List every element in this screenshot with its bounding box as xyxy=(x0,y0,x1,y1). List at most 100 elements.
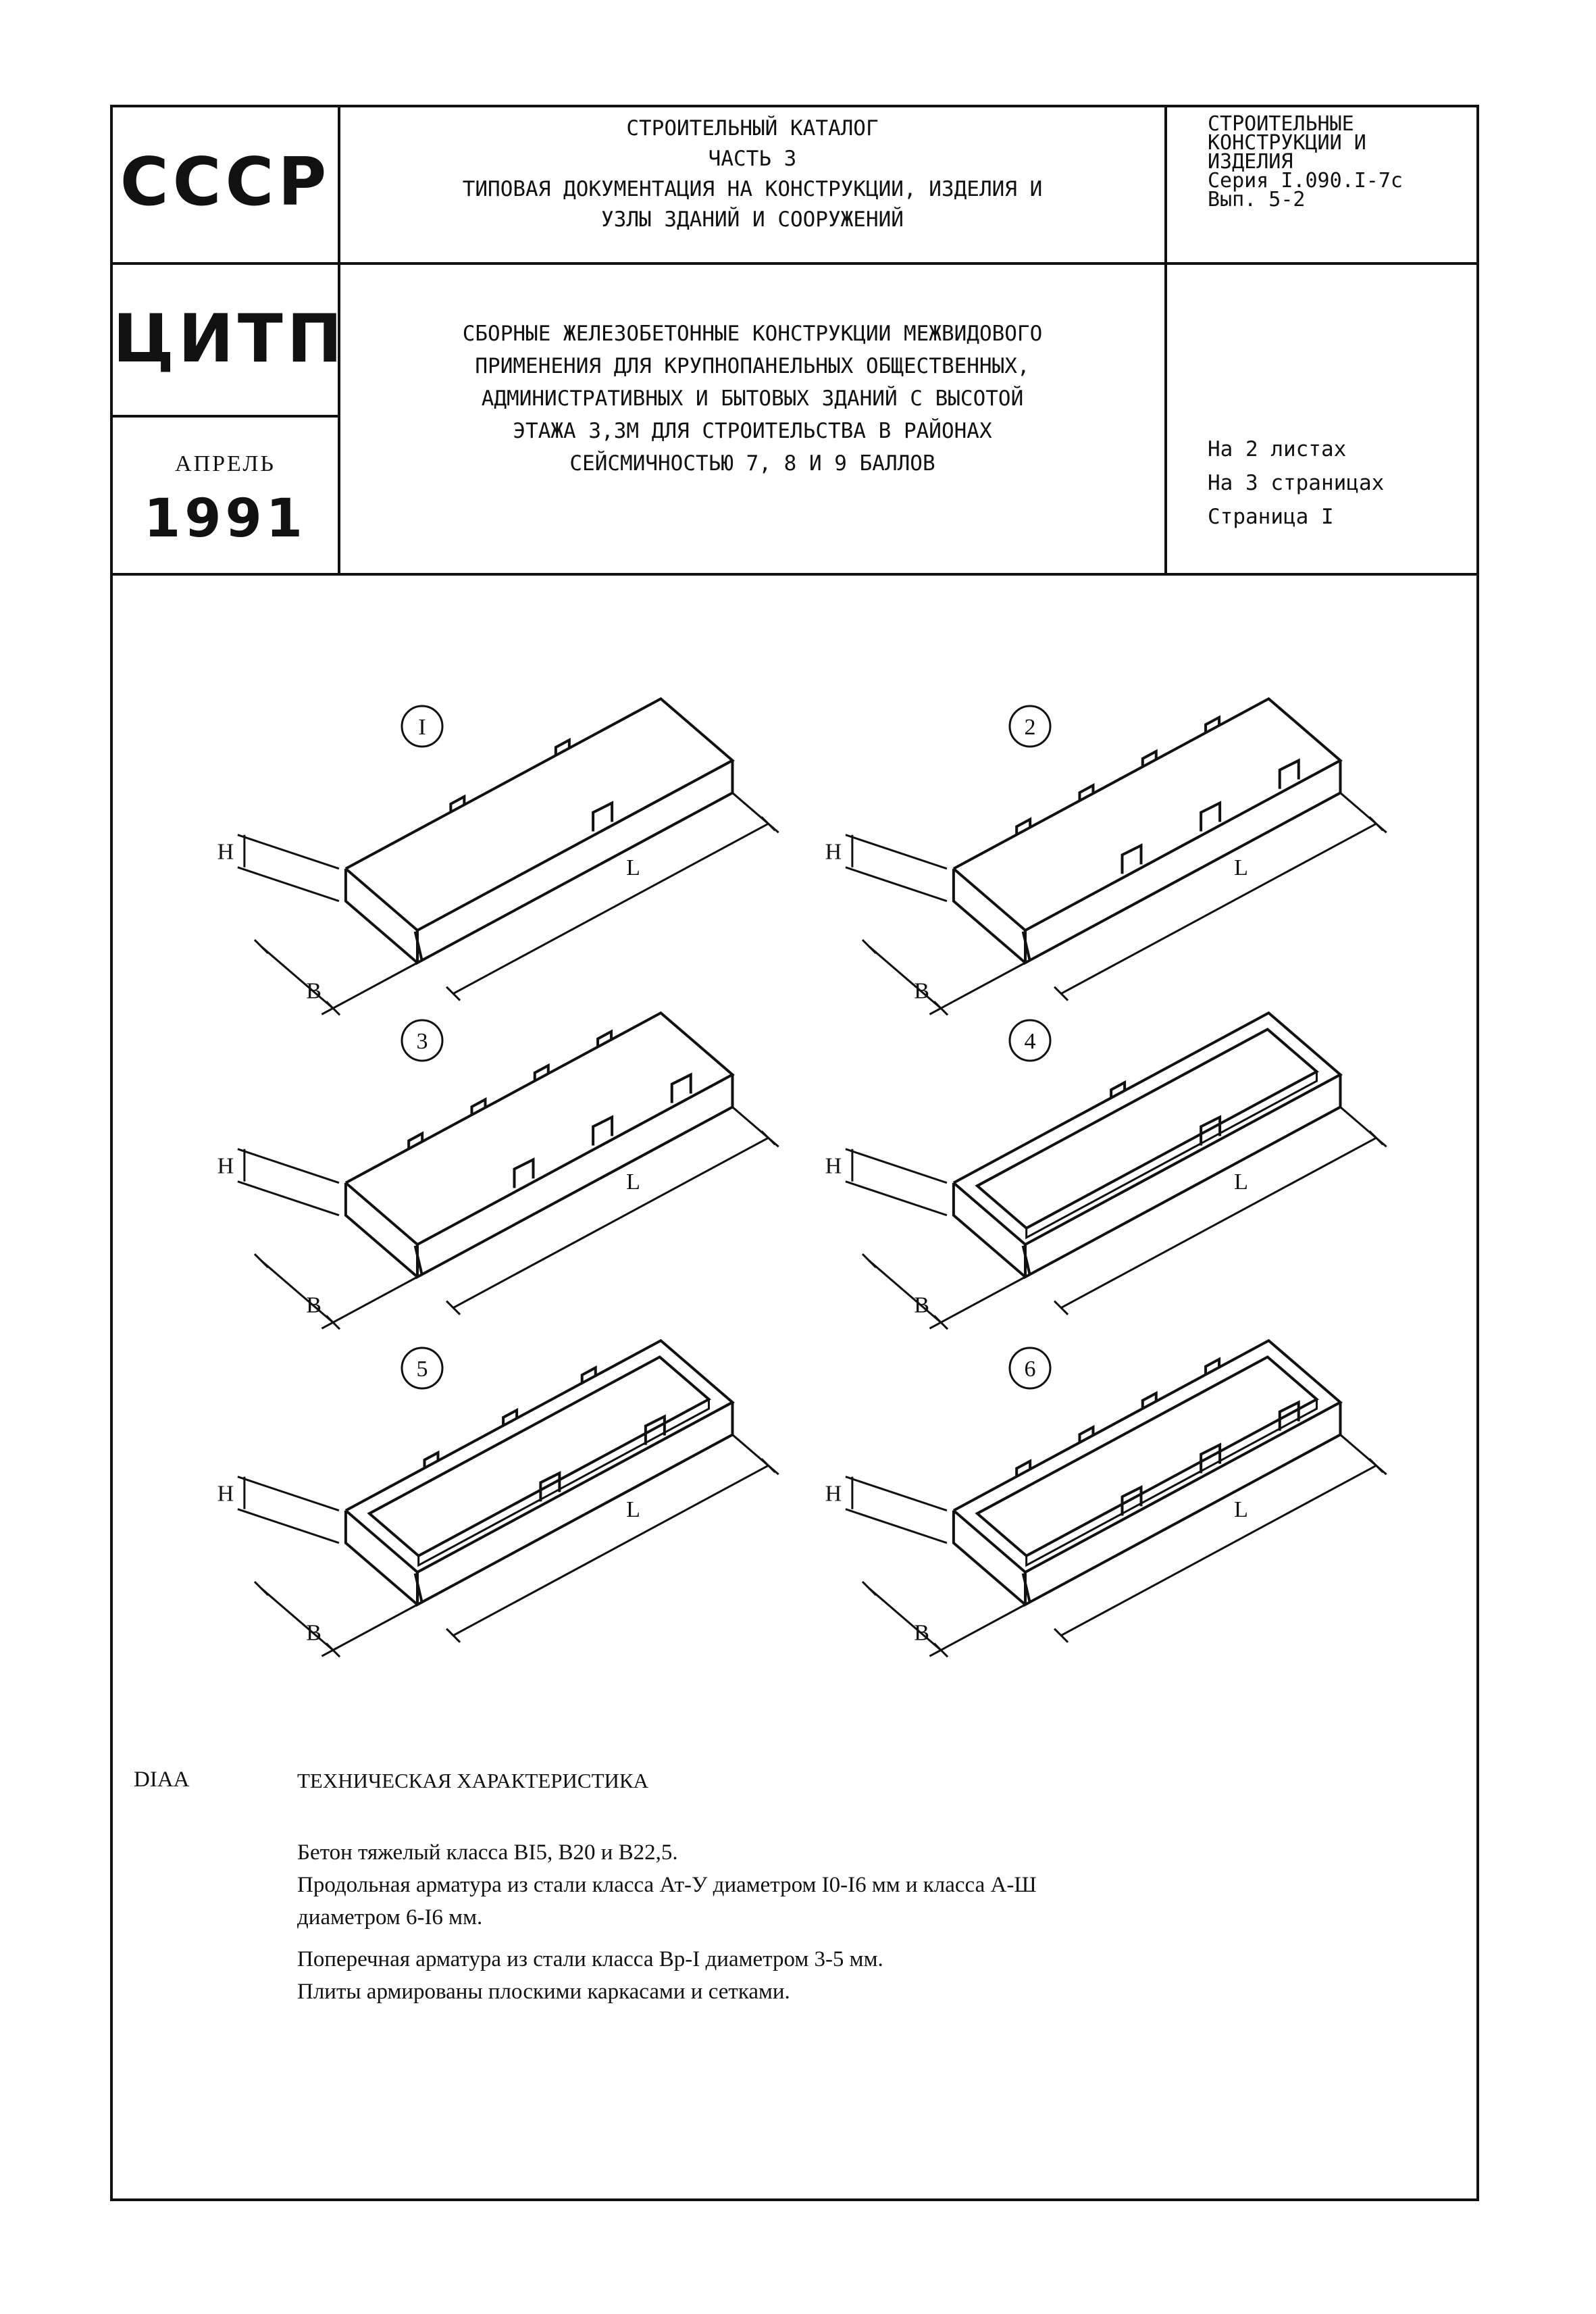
dim-ext xyxy=(845,834,948,870)
dim-label-h: H xyxy=(217,840,234,865)
edge-notch xyxy=(1141,749,1158,767)
title-line: СБОРНЫЕ ЖЕЛЕЗОБЕТОННЫЕ КОНСТРУКЦИИ МЕЖВИ… xyxy=(462,322,1043,346)
org-code: СССР xyxy=(120,144,331,221)
panel-rib-inner xyxy=(417,1399,710,1567)
lifting-lug xyxy=(1200,1442,1222,1474)
dim-label-b: B xyxy=(306,979,321,1004)
dim-tick xyxy=(445,1300,461,1315)
dim-ext xyxy=(321,1603,418,1657)
panel-front xyxy=(1024,760,1342,965)
edge-notch xyxy=(1015,1459,1032,1477)
lifting-lug xyxy=(1121,1485,1143,1516)
edge-notch xyxy=(554,737,571,756)
dim-tick xyxy=(761,1458,776,1474)
header-divider-right xyxy=(1164,105,1167,576)
dim-ext xyxy=(237,834,340,870)
edge-notch xyxy=(1204,1357,1221,1375)
dim-label-h: H xyxy=(825,1154,842,1179)
header-row-divider xyxy=(110,262,1479,265)
dim-tick xyxy=(253,939,269,955)
dim-label-h: H xyxy=(825,1482,842,1507)
dim-tick xyxy=(253,1581,269,1596)
release-month: АПРЕЛЬ xyxy=(175,451,276,476)
dim-tick xyxy=(933,1642,949,1658)
dim-label-l: L xyxy=(626,1497,640,1522)
spec-line: диаметром 6-I6 мм. xyxy=(297,1905,483,1930)
dim-ext xyxy=(845,1508,948,1544)
dim-tick xyxy=(761,816,776,832)
panel-front xyxy=(416,1074,734,1280)
edge-notch xyxy=(1204,715,1221,733)
figure-number-circle xyxy=(1008,705,1052,748)
edge-notch xyxy=(1015,817,1032,835)
dim-ext xyxy=(845,1148,948,1184)
dim-label-b: B xyxy=(306,1293,321,1318)
panel-rib-frame xyxy=(975,1028,1319,1230)
title-line: АДМИНИСТРАТИВНЫХ И БЫТОВЫХ ЗДАНИЙ С ВЫСО… xyxy=(481,386,1024,411)
spec-heading: ТЕХНИЧЕСКАЯ ХАРАКТЕРИСТИКА xyxy=(297,1769,648,1792)
dim-label-h: H xyxy=(217,1154,234,1179)
corner-chamfer xyxy=(413,1245,423,1275)
edge-notch xyxy=(470,1097,487,1115)
spec-code: DIAA xyxy=(134,1767,190,1792)
panel-rib-inner xyxy=(1025,1399,1318,1567)
catalog-line: ТИПОВАЯ ДОКУМЕНТАЦИЯ НА КОНСТРУКЦИИ, ИЗД… xyxy=(462,177,1043,201)
dim-ext xyxy=(321,961,418,1015)
dim-line-l xyxy=(453,822,769,995)
corner-chamfer xyxy=(413,1573,423,1603)
catalog-line: СТРОИТЕЛЬНЫЙ КАТАЛОГ xyxy=(626,116,879,141)
panel-end xyxy=(344,868,419,964)
lifting-lug xyxy=(513,1157,535,1188)
dim-line-l xyxy=(1060,1464,1377,1636)
dim-tick xyxy=(1368,1458,1384,1474)
lifting-lug xyxy=(1200,1115,1222,1146)
spec-line: Продольная арматура из стали класса Ат-У… xyxy=(297,1873,1037,1897)
dim-label-h: H xyxy=(217,1482,234,1507)
edge-notch xyxy=(449,794,466,812)
lifting-lug xyxy=(644,1414,666,1445)
dim-tick xyxy=(325,1001,341,1016)
panel-front xyxy=(1024,1402,1342,1607)
title-line: СЕЙСМИЧНОСТЬЮ 7, 8 И 9 БАЛЛОВ xyxy=(569,451,935,476)
dim-line-b xyxy=(260,1259,334,1324)
dim-label-l: L xyxy=(1234,1169,1248,1194)
dim-ext xyxy=(845,1476,948,1512)
figure-number-circle xyxy=(401,1019,444,1062)
corner-chamfer xyxy=(1021,931,1031,961)
figure-number: 4 xyxy=(1025,1029,1036,1054)
dim-ext xyxy=(845,1180,948,1217)
edge-notch xyxy=(580,1365,597,1384)
dim-line-b xyxy=(260,1587,334,1651)
lifting-lug xyxy=(592,801,614,832)
figure-number-circle xyxy=(401,1347,444,1390)
dim-tick xyxy=(933,1315,949,1330)
dim-tick xyxy=(325,1642,341,1658)
panel-rib-inner xyxy=(1025,1072,1318,1240)
dim-label-b: B xyxy=(306,1621,321,1646)
figure-number: 6 xyxy=(1025,1357,1036,1382)
institute-code: ЦИТП xyxy=(113,301,346,378)
page-number: Страница I xyxy=(1208,505,1334,529)
dim-tick xyxy=(933,1001,949,1016)
dim-tick xyxy=(253,1253,269,1269)
dim-tick xyxy=(445,986,461,1001)
dim-line-l xyxy=(1060,1136,1377,1309)
panel-rib-frame xyxy=(975,1355,1319,1557)
dim-label-l: L xyxy=(626,1169,640,1194)
lifting-lug xyxy=(1278,758,1300,789)
dim-label-l: L xyxy=(1234,1497,1248,1522)
panel-end xyxy=(952,1182,1027,1278)
panel-end xyxy=(952,1510,1027,1606)
panel-front xyxy=(1024,1074,1342,1280)
edge-notch xyxy=(407,1131,424,1149)
dim-ext xyxy=(929,1276,1026,1330)
dim-ext xyxy=(237,1508,340,1544)
dim-label-b: B xyxy=(914,1621,929,1646)
dim-label-b: B xyxy=(914,979,929,1004)
dim-line-b xyxy=(260,945,334,1009)
dim-tick xyxy=(325,1315,341,1330)
header-divider-left xyxy=(338,105,340,576)
